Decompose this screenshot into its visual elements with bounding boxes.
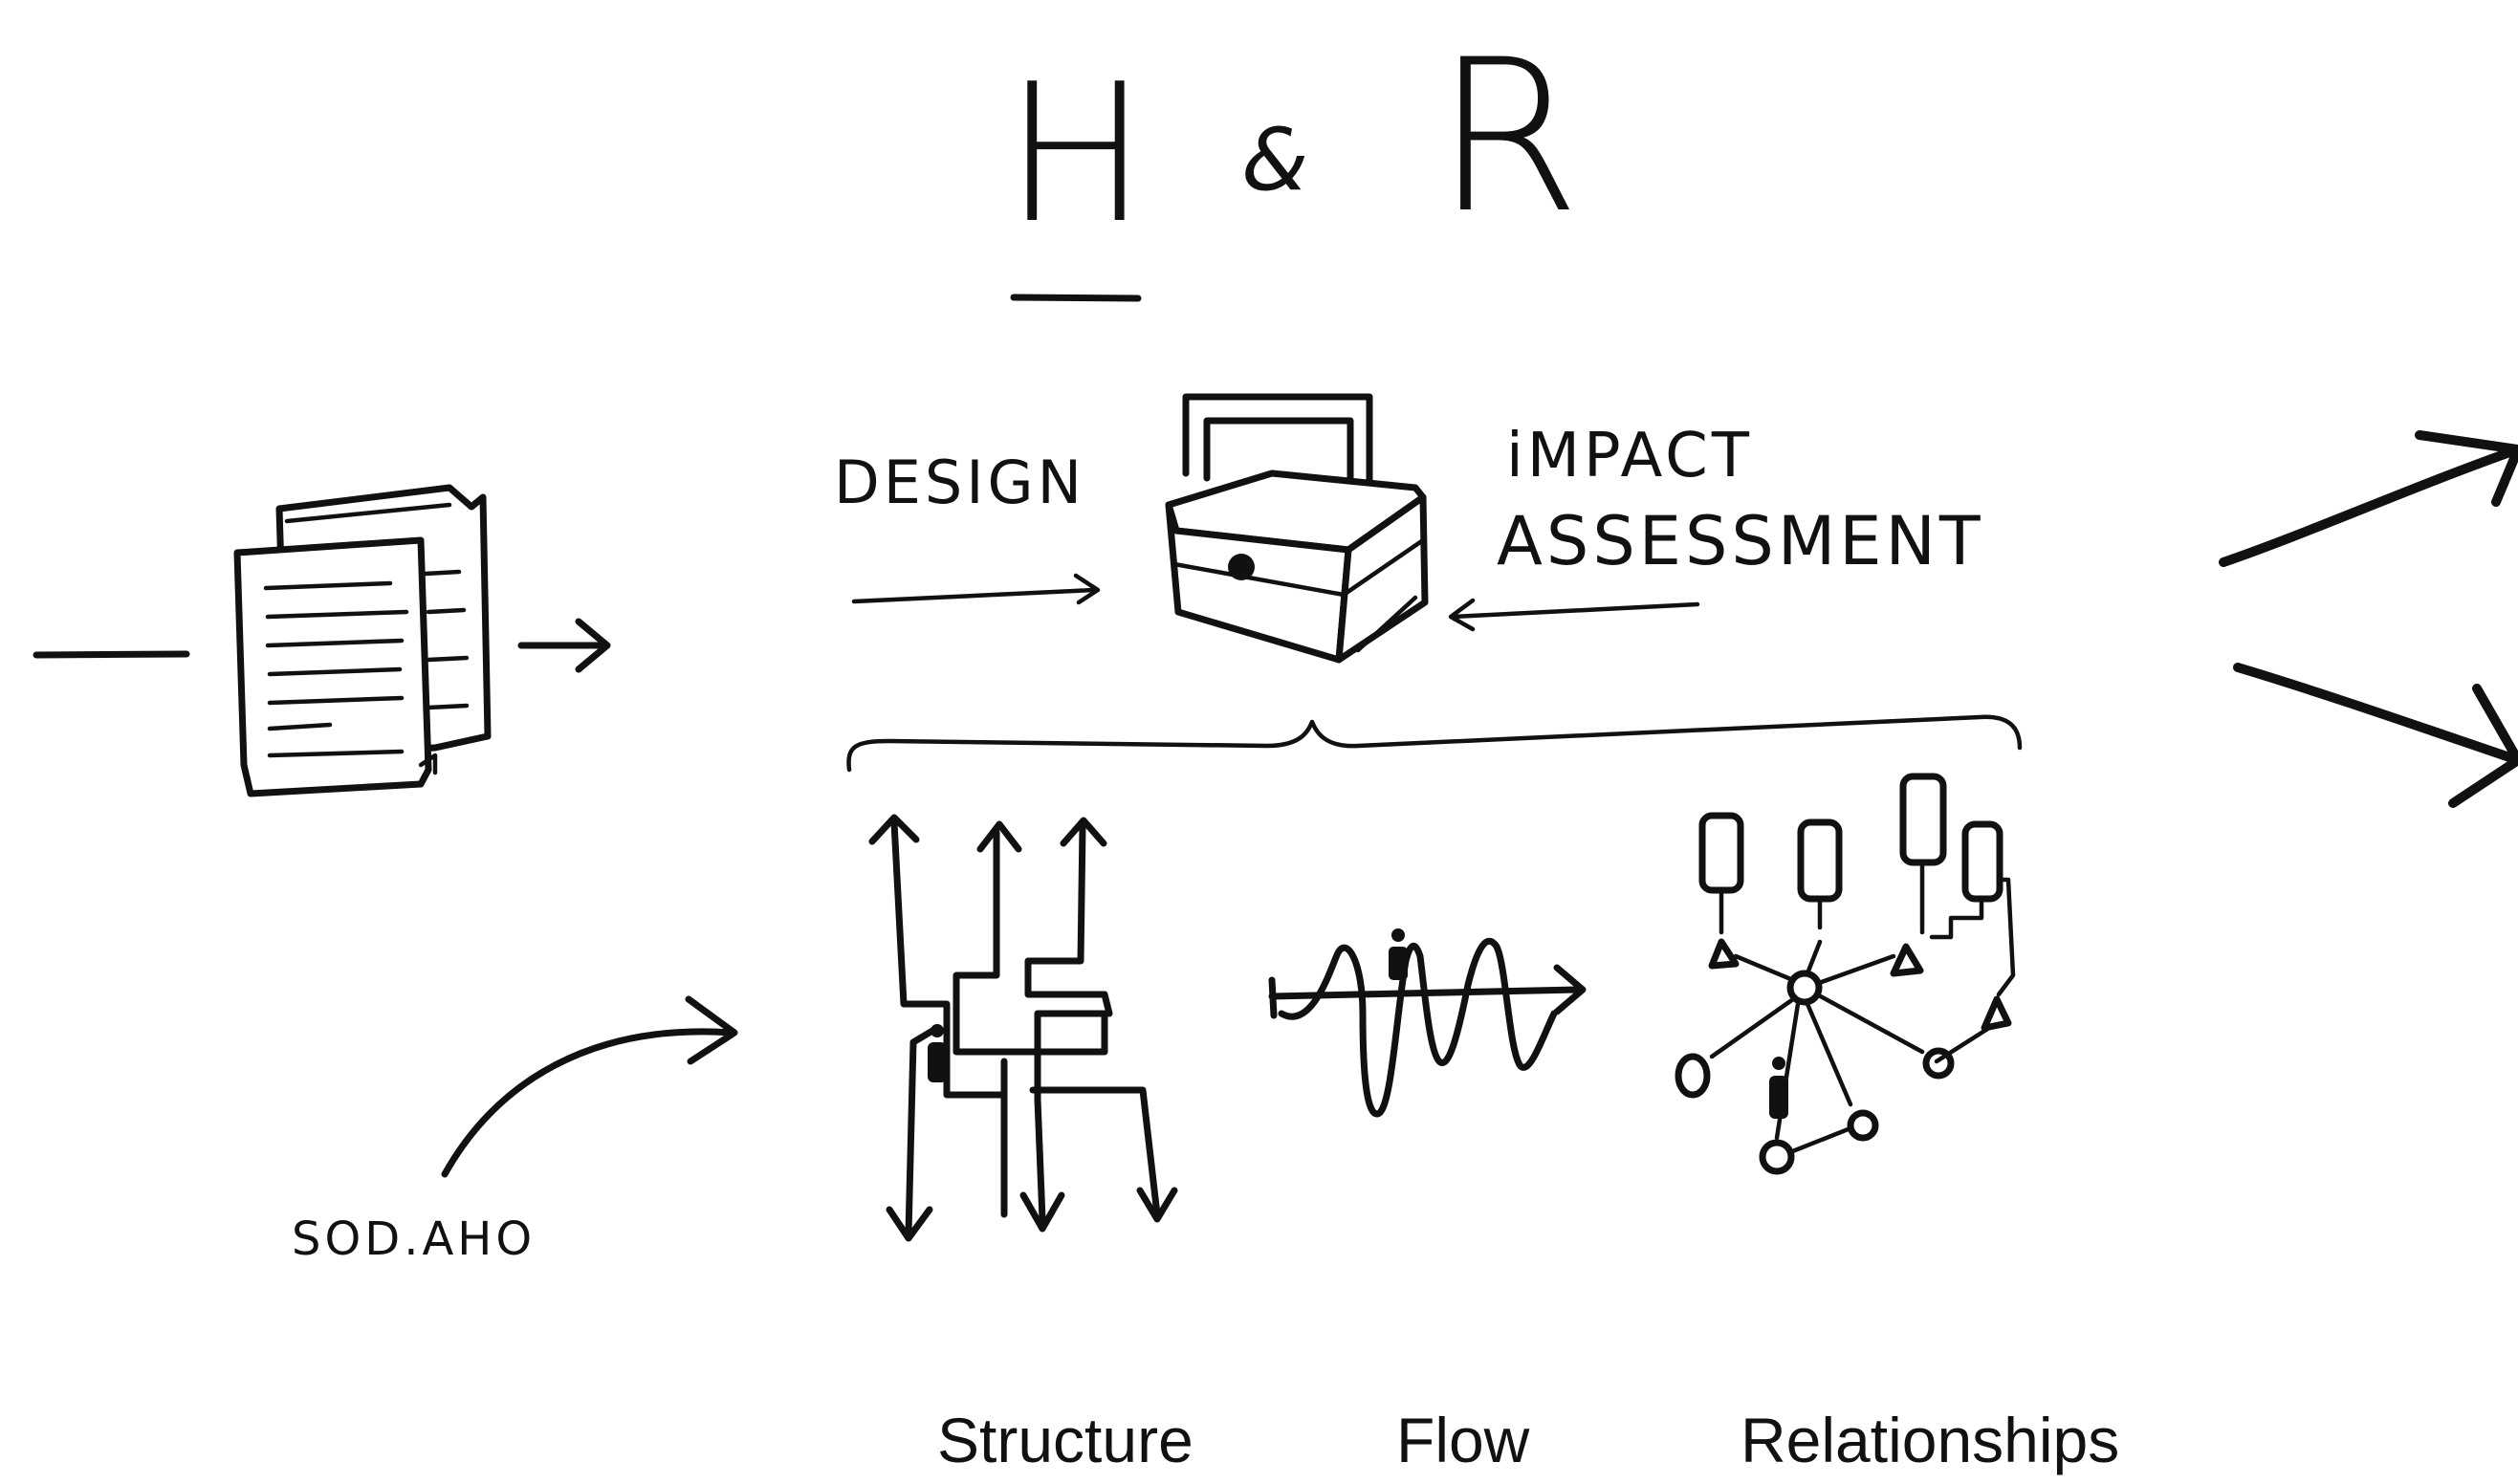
arrow-right-icon xyxy=(517,618,611,673)
title-h: H xyxy=(1004,43,1149,266)
impact-arrow-icon xyxy=(1448,598,1700,632)
flow-wave-icon xyxy=(1268,928,1587,1118)
outgoing-arrow-upper xyxy=(2219,430,2518,567)
caption-flow: Flow xyxy=(1396,1405,1530,1475)
title-r: R xyxy=(1434,14,1581,259)
label-design: DESIGN xyxy=(834,447,1085,517)
design-arrow-icon xyxy=(851,573,1101,605)
title-ampersand: & xyxy=(1241,110,1309,210)
incoming-line xyxy=(33,650,190,659)
label-source: SOD.AHO xyxy=(292,1212,536,1266)
caption-relationships: Relationships xyxy=(1741,1405,2120,1475)
caption-structure: Structure xyxy=(937,1405,1193,1475)
toolbox-icon xyxy=(1165,393,1429,664)
label-impact: iMPACT xyxy=(1506,421,1753,491)
documents-icon xyxy=(233,484,492,797)
label-assessment: ASSESSMENT xyxy=(1497,502,1984,580)
source-arrow-icon xyxy=(441,995,738,1178)
person-icon xyxy=(928,1024,947,1082)
title-underline xyxy=(1010,294,1142,302)
structure-arrows-icon xyxy=(868,814,1178,1242)
curly-brace xyxy=(846,714,2023,773)
network-graph-icon xyxy=(1675,773,2016,1175)
outgoing-arrow-lower xyxy=(2233,663,2518,808)
